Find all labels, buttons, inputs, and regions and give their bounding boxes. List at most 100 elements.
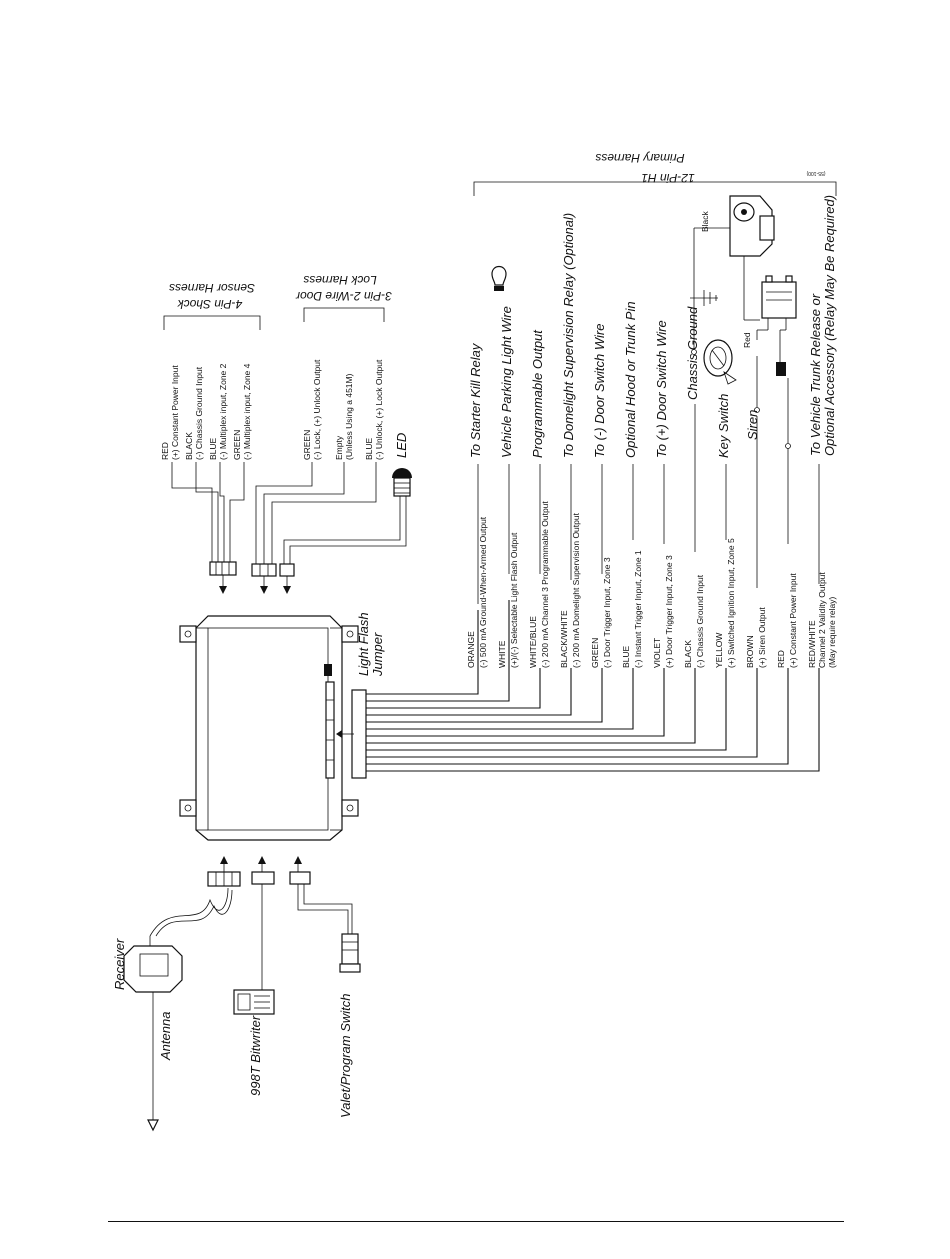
footer-rule bbox=[108, 1221, 844, 1222]
wire-destination: To Starter Kill Relay bbox=[468, 342, 483, 458]
lock-wire-desc: (-) Unlock, (+) Lock Output bbox=[374, 359, 384, 460]
primary-wire: BLACK (-) Chassis Ground Input Chassis G… bbox=[683, 306, 705, 668]
primary-harness-line2: Primary Harness bbox=[595, 151, 684, 165]
wire-color: GREEN bbox=[590, 638, 600, 668]
bitwriter: 998T Bitwriter bbox=[233, 856, 275, 1096]
mount-tab bbox=[179, 625, 197, 643]
lock-wire-desc: (-) Lock, (+) Unlock Output bbox=[312, 359, 322, 460]
wire-color: VIOLET bbox=[652, 638, 662, 668]
primary-harness: ORANGE (-) 500 mA Ground-When-Armed Outp… bbox=[366, 195, 837, 772]
sensor-wire-desc: (-) Multiplex input, Zone 4 bbox=[242, 363, 252, 460]
wire-desc: (-) Chassis Ground Input bbox=[695, 574, 705, 668]
sensor-wires bbox=[171, 462, 245, 562]
light-flash-line2: Jumper bbox=[370, 632, 385, 677]
wire-color: WHITE bbox=[497, 640, 507, 668]
lock-harness-line2: Lock Harness bbox=[303, 273, 376, 287]
valet-switch: Valet/Program Switch bbox=[289, 856, 361, 1118]
wire-desc: (-) Door Trigger Input, Zone 3 bbox=[602, 557, 612, 668]
mount-tab bbox=[341, 625, 359, 643]
valet-switch-label: Valet/Program Switch bbox=[338, 993, 353, 1118]
chassis-ground-symbol bbox=[690, 227, 730, 355]
battery-red-label: Red bbox=[742, 332, 752, 348]
wire-note: (May require relay) bbox=[827, 597, 837, 668]
lock-wire-color: BLUE bbox=[364, 437, 374, 460]
wire-color: ORANGE bbox=[466, 631, 476, 668]
lock-wires bbox=[255, 462, 377, 564]
lock-wire-color: Empty bbox=[334, 435, 344, 460]
primary-wire: WHITE (+)/(-) Selectable Light Flash Out… bbox=[497, 306, 519, 668]
wire-color: WHITE/BLUE bbox=[528, 616, 538, 668]
wire-color: RED bbox=[776, 650, 786, 668]
primary-harness-line1: 12-Pin H1 bbox=[641, 171, 694, 185]
receiver: Receiver bbox=[112, 887, 233, 1132]
light-flash-line1: Light Flash bbox=[356, 612, 371, 676]
wire-desc: (-) Instant Trigger Input, Zone 1 bbox=[633, 550, 643, 668]
wire-color: RED/WHITE bbox=[807, 620, 817, 668]
primary-wire-routes bbox=[366, 600, 820, 772]
wire-desc: (-) 200 mA Channel 3 Programmable Output bbox=[540, 501, 550, 668]
primary-wire: GREEN (-) Door Trigger Input, Zone 3 To … bbox=[590, 324, 612, 668]
wire-color: BLACK bbox=[683, 640, 693, 668]
wire-desc: (-) 200 mA Domelight Supervision Output bbox=[571, 512, 581, 668]
lock-wire-desc: (Unless Using a 451M) bbox=[344, 373, 354, 460]
sensor-wire-desc: (+) Constant Power Input bbox=[170, 365, 180, 460]
wire-color: BLUE bbox=[621, 645, 631, 668]
antenna-label: Antenna bbox=[158, 1012, 173, 1061]
primary-harness-heading: 12-Pin H1 Primary Harness (55-100) bbox=[595, 151, 825, 185]
light-flash-heading: Light Flash Jumper bbox=[356, 612, 385, 677]
primary-wire: YELLOW (+) Switched Ignition Input, Zone… bbox=[714, 394, 736, 668]
primary-wire: WHITE/BLUE (-) 200 mA Channel 3 Programm… bbox=[528, 329, 550, 668]
primary-port bbox=[325, 681, 335, 779]
siren-icon: Black bbox=[700, 195, 775, 321]
wire-destination: Chassis Ground bbox=[685, 306, 700, 400]
primary-wire: BLACK/WHITE (-) 200 mA Domelight Supervi… bbox=[559, 213, 581, 668]
receiver-label: Receiver bbox=[112, 938, 127, 990]
bitwriter-label: 998T Bitwriter bbox=[248, 1015, 263, 1096]
wire-color: BLACK/WHITE bbox=[559, 610, 569, 668]
wire-destination: Vehicle Parking Light Wire bbox=[499, 306, 514, 458]
sensor-harness-line1: 4-Pin Shock bbox=[177, 297, 243, 311]
wire-destination: To Domelight Supervision Relay (Optional… bbox=[561, 213, 576, 458]
wire-destination: To (-) Door Switch Wire bbox=[592, 324, 607, 458]
wire-destination: Key Switch bbox=[716, 394, 731, 458]
wire-desc: (+) Switched Ignition Input, Zone 5 bbox=[726, 538, 736, 668]
sensor-wire-desc: (-) Chassis Ground Input bbox=[194, 366, 204, 460]
wire-destination: Programmable Output bbox=[530, 329, 545, 458]
receiver-connector bbox=[207, 856, 241, 887]
wire-destination: To (+) Door Switch Wire bbox=[654, 320, 669, 458]
primary-wire-leaders bbox=[477, 404, 820, 604]
wire-destination: Optional Hood or Trunk Pin bbox=[623, 301, 638, 458]
primary-wire: ORANGE (-) 500 mA Ground-When-Armed Outp… bbox=[466, 342, 488, 668]
antenna: Antenna bbox=[158, 1012, 173, 1061]
sensor-wire-color: BLUE bbox=[208, 437, 218, 460]
wire-color: BROWN bbox=[745, 635, 755, 668]
sensor-harness: 4-Pin Shock Sensor Harness RED (+) Const… bbox=[160, 281, 261, 594]
parking-light-bulb bbox=[491, 265, 507, 291]
mount-tab bbox=[341, 799, 359, 817]
wire-desc: (-) 500 mA Ground-When-Armed Output bbox=[478, 516, 488, 668]
sensor-connector bbox=[209, 561, 237, 594]
sensor-harness-line2: Sensor Harness bbox=[169, 281, 255, 295]
wire-color: YELLOW bbox=[714, 633, 724, 668]
primary-wire: BROWN (+) Siren Output Siren bbox=[745, 410, 767, 668]
led-label: LED bbox=[394, 433, 409, 458]
sensor-wire-color: GREEN bbox=[232, 430, 242, 460]
wire-desc: Channel 2 Validity Output bbox=[817, 572, 827, 668]
lock-harness: 3-Pin 2-Wire Door Lock Harness GREEN (-)… bbox=[251, 273, 412, 594]
wire-destination-2: Optional Accessory (Relay May Be Require… bbox=[822, 195, 837, 456]
wire-desc: (+) Constant Power Input bbox=[788, 573, 798, 668]
mount-tab bbox=[179, 799, 197, 817]
sensor-wire-color: RED bbox=[160, 442, 170, 460]
wire-desc: (+) Siren Output bbox=[757, 607, 767, 668]
wire-destination: Siren bbox=[745, 410, 760, 440]
led: LED bbox=[283, 433, 412, 564]
battery-icon: Red bbox=[742, 275, 797, 449]
control-module bbox=[179, 615, 367, 841]
primary-plug bbox=[351, 689, 367, 779]
figure-code: (55-100) bbox=[806, 170, 825, 176]
primary-wire: RED (+) Constant Power Input bbox=[776, 573, 798, 668]
lock-wire-color: GREEN bbox=[302, 430, 312, 460]
primary-wire: BLUE (-) Instant Trigger Input, Zone 1 O… bbox=[621, 301, 643, 668]
lock-harness-line1: 3-Pin 2-Wire Door bbox=[295, 289, 392, 303]
